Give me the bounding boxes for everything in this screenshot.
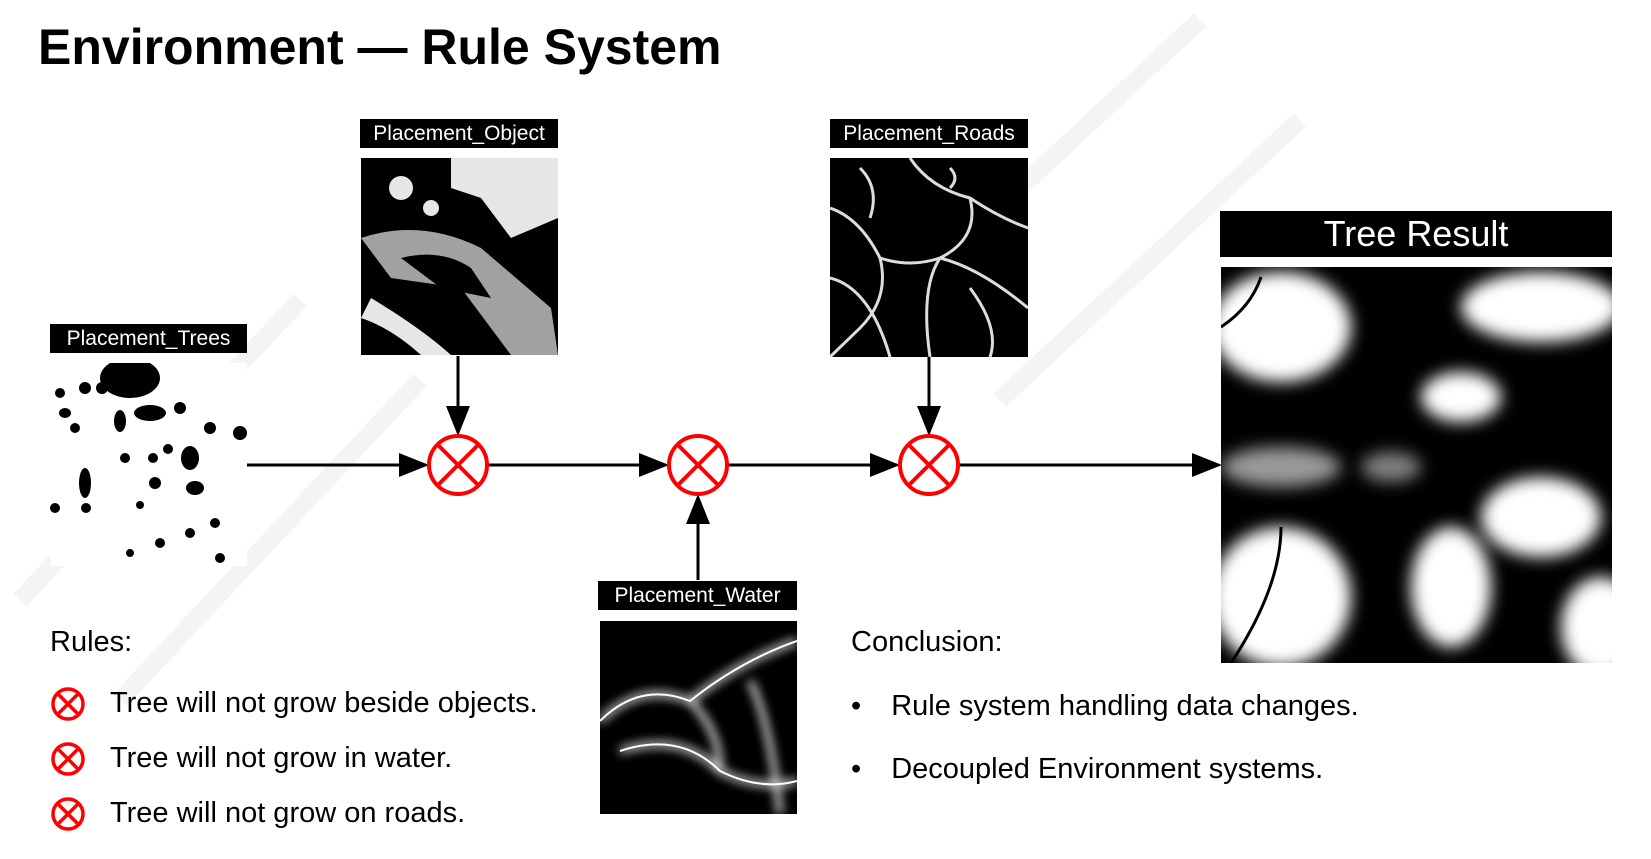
rule-text: Tree will not grow on roads. [110, 797, 466, 829]
bullet-icon: • [851, 690, 862, 722]
placement-water-label: Placement_Water [598, 581, 797, 610]
placement-roads-label: Placement_Roads [830, 119, 1028, 148]
placement-object-map [361, 158, 558, 355]
conclusion-heading: Conclusion: [851, 626, 1003, 658]
multiply-operator-icon [51, 742, 85, 776]
tree-result-map [1221, 267, 1612, 663]
placement-trees-label: Placement_Trees [50, 324, 247, 353]
page-title: Environment — Rule System [38, 19, 722, 75]
multiply-operator-icon [51, 687, 85, 721]
tree-result-label: Tree Result [1220, 211, 1612, 257]
rules-heading: Rules: [50, 626, 133, 658]
conclusion-item: • Rule system handling data changes. [851, 690, 1359, 723]
placement-trees-map [50, 363, 247, 566]
rule-text: Tree will not grow beside objects. [110, 687, 538, 719]
bullet-icon: • [851, 753, 862, 785]
rule-text: Tree will not grow in water. [110, 742, 453, 774]
conclusion-item: • Decoupled Environment systems. [851, 753, 1323, 786]
multiply-operator-icon [667, 434, 729, 496]
multiply-operator-icon [427, 434, 489, 496]
multiply-operator-icon [51, 797, 85, 831]
conclusion-text: Decoupled Environment systems. [891, 753, 1324, 785]
placement-water-map [600, 621, 797, 814]
multiply-operator-icon [898, 434, 960, 496]
conclusion-text: Rule system handling data changes. [891, 690, 1359, 722]
placement-object-label: Placement_Object [360, 119, 558, 148]
placement-roads-map [830, 158, 1028, 357]
